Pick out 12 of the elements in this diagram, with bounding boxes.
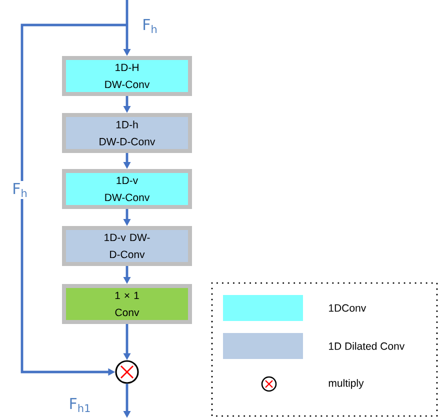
process-box: 1D-H DW-Conv bbox=[62, 56, 192, 96]
process-box: 1D-v DW-D-Conv bbox=[62, 226, 192, 266]
process-box: 1D-v DW-Conv bbox=[62, 169, 192, 209]
edge-label: F$_{h1}$ bbox=[66, 396, 94, 414]
legend-label: multiply bbox=[328, 379, 364, 389]
process-box: 1D-h DW-D-Conv bbox=[62, 113, 192, 153]
edge-label: F$_{h}$ bbox=[10, 181, 30, 199]
legend-label: 1DConv bbox=[329, 304, 366, 312]
legend-label: 1D Dilated Conv bbox=[329, 342, 405, 350]
multiply-symbol bbox=[115, 360, 139, 384]
process-box: 1 × 1 Conv bbox=[62, 284, 192, 324]
edge-label: F$_{h}$ bbox=[140, 17, 160, 35]
